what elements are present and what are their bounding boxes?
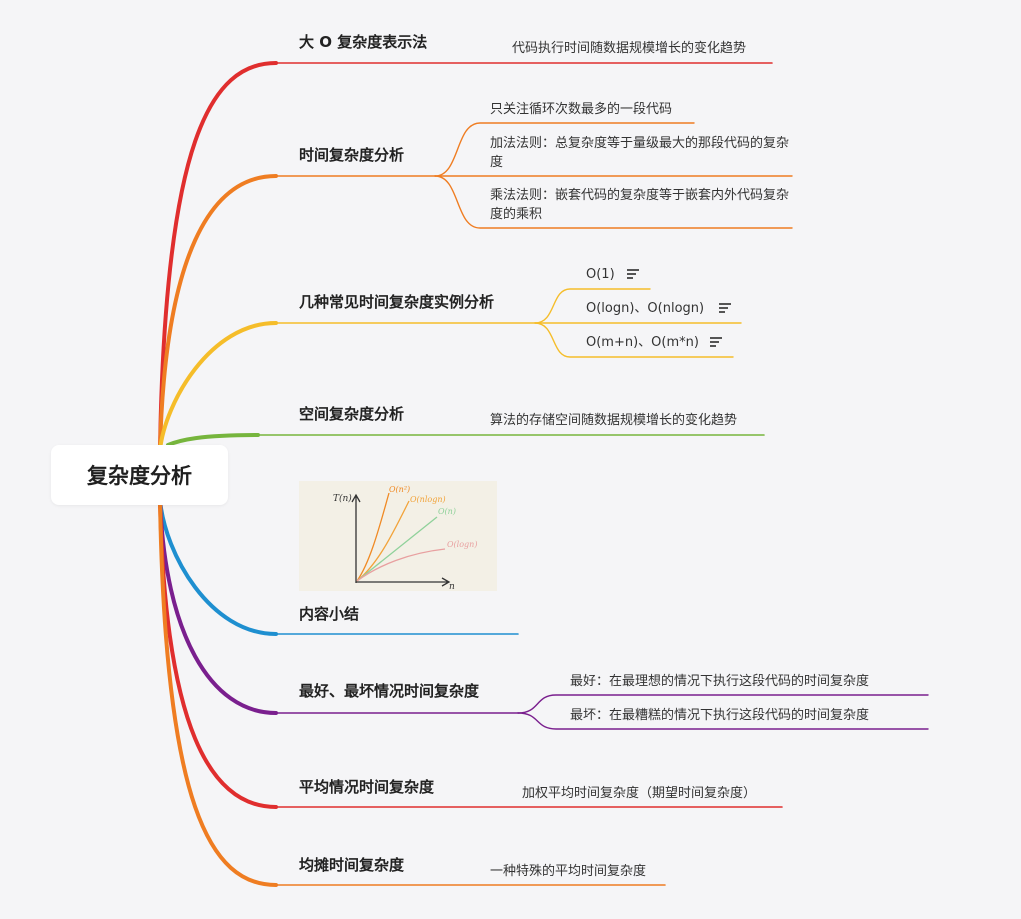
- subtopic-ologn-onlogn[interactable]: O(logn)、O(nlogn): [586, 299, 704, 318]
- label-o-logn: O(logn): [447, 540, 477, 549]
- branch-connector: [160, 63, 276, 450]
- topic-common-complexity-examples[interactable]: 几种常见时间复杂度实例分析: [299, 292, 494, 312]
- topic-big-o-notation[interactable]: 大 O 复杂度表示法: [299, 32, 427, 52]
- subtopic-amortized-definition[interactable]: 一种特殊的平均时间复杂度: [490, 862, 646, 881]
- branch-connector: [160, 500, 276, 807]
- subtopic-best-case[interactable]: 最好：在最理想的情况下执行这段代码的时间复杂度: [570, 672, 869, 691]
- topic-amortized[interactable]: 均摊时间复杂度: [299, 855, 404, 875]
- note-icon[interactable]: [719, 303, 731, 313]
- branch-connector: [160, 323, 276, 450]
- root-node[interactable]: 复杂度分析: [51, 445, 228, 505]
- note-icon[interactable]: [710, 337, 722, 347]
- note-icon[interactable]: [627, 269, 639, 279]
- label-o-n: O(n): [438, 507, 456, 516]
- branch-connector: [168, 435, 258, 445]
- subtopic-weighted-average[interactable]: 加权平均时间复杂度（期望时间复杂度）: [522, 784, 756, 803]
- subtopic-multiplication-rule[interactable]: 乘法法则：嵌套代码的复杂度等于嵌套内外代码复杂度的乘积: [490, 186, 790, 224]
- topic-time-complexity-analysis[interactable]: 时间复杂度分析: [299, 145, 404, 165]
- y-axis-line: [352, 495, 360, 583]
- subtopic-addition-rule[interactable]: 加法法则：总复杂度等于量级最大的那段代码的复杂度: [490, 134, 790, 172]
- subtopic-big-o-definition[interactable]: 代码执行时间随数据规模增长的变化趋势: [512, 39, 746, 58]
- topic-average-case[interactable]: 平均情况时间复杂度: [299, 777, 434, 797]
- label-o-n-squared: O(n²): [389, 485, 410, 494]
- subtopic-loop-focus[interactable]: 只关注循环次数最多的一段代码: [490, 100, 672, 119]
- subtopic-worst-case[interactable]: 最坏：在最糟糕的情况下执行这段代码的时间复杂度: [570, 706, 869, 725]
- complexity-curves-image[interactable]: T(n) n O(n²) O(nlogn) O(n) O(logn): [299, 481, 497, 591]
- x-axis-line: [356, 578, 449, 586]
- topic-best-worst-case[interactable]: 最好、最坏情况时间复杂度: [299, 681, 479, 701]
- curve-o-n: [357, 517, 437, 581]
- x-axis-label: n: [449, 582, 455, 591]
- label-o-nlogn: O(nlogn): [410, 495, 446, 504]
- subtopic-o1[interactable]: O(1): [586, 265, 615, 284]
- complexity-curves-sketch: T(n) n O(n²) O(nlogn) O(n) O(logn): [299, 481, 497, 591]
- topic-space-complexity-analysis[interactable]: 空间复杂度分析: [299, 404, 404, 424]
- y-axis-label: T(n): [333, 493, 352, 504]
- subtopic-omn[interactable]: O(m+n)、O(m*n): [586, 333, 699, 352]
- topic-summary[interactable]: 内容小结: [299, 604, 359, 624]
- subtopic-space-definition[interactable]: 算法的存储空间随数据规模增长的变化趋势: [490, 411, 737, 430]
